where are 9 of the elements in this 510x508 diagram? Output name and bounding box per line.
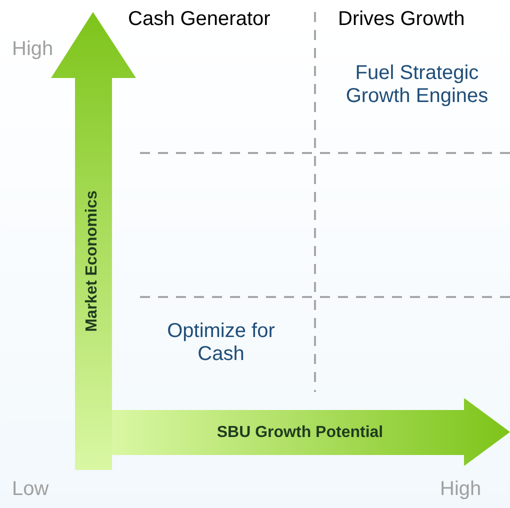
axis-label: Low [12, 478, 49, 501]
axis-label: High [440, 478, 482, 501]
quadrant-heading: Cash Generator [128, 8, 270, 31]
axis-title: SBU Growth Potential [216, 424, 384, 442]
quadrant-text: Optimize for Cash [166, 320, 276, 366]
axis-title: Market Economics [84, 190, 102, 332]
quadrant-heading: Drives Growth [338, 8, 465, 31]
axis-label: High [12, 38, 54, 61]
quadrant-text: Fuel Strategic Growth Engines [344, 62, 490, 108]
